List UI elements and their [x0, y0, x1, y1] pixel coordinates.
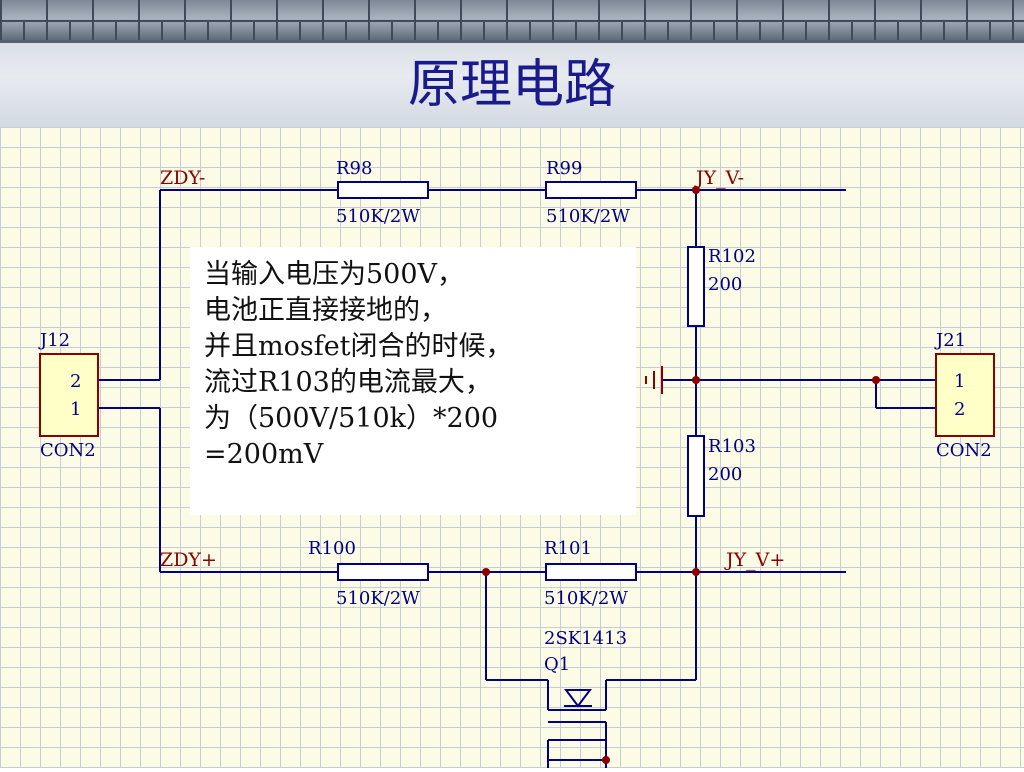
resistor-bodies — [337, 181, 705, 581]
brick-banner-row — [0, 20, 1024, 42]
r102-value: 200 — [708, 274, 742, 295]
r103-ref: R103 — [708, 436, 756, 457]
q1-ref: Q1 — [544, 654, 570, 675]
r98-ref: R98 — [336, 158, 372, 179]
r98-value: 510K/2W — [336, 206, 420, 227]
r100-ref: R100 — [308, 538, 356, 559]
slide-title: 原理电路 — [407, 55, 616, 115]
resistor-r98 — [337, 181, 429, 199]
junctions — [482, 186, 880, 764]
r102-ref: R102 — [708, 246, 756, 267]
resistor-r103 — [687, 435, 705, 517]
note-line-6: =200mV — [204, 439, 324, 470]
note-line-5: 为（500V/510k）*200 — [204, 403, 499, 434]
resistor-r102 — [687, 246, 705, 327]
r99-value: 510K/2W — [546, 206, 630, 227]
r101-value: 510K/2W — [544, 588, 628, 609]
junction-top-right — [692, 186, 700, 194]
q1-part: 2SK1413 — [544, 628, 627, 649]
junction-bottom-mid — [482, 568, 490, 576]
mosfet-diode-icon — [564, 689, 592, 708]
junction-ground — [692, 376, 700, 384]
net-label-jy-v-minus: JY_V- — [694, 167, 744, 189]
ground-icon — [645, 366, 663, 394]
explanation-callout: 当输入电压为500V， 电池正直接接地的， 并且mosfet闭合的时候， 流过R… — [190, 247, 636, 515]
r99-ref: R99 — [546, 158, 582, 179]
net-label-zdy-minus: ZDY- — [160, 167, 205, 189]
j21-pin-bottom: 2 — [954, 399, 965, 420]
connector-j21 — [935, 353, 995, 437]
j12-pin-top: 2 — [70, 371, 81, 392]
slide-header: 原理电路 — [0, 0, 1024, 127]
r100-value: 510K/2W — [336, 588, 420, 609]
j12-type: CON2 — [40, 440, 96, 461]
junction-mosfet — [602, 756, 610, 764]
resistor-r100 — [337, 563, 429, 581]
note-line-1: 当输入电压为500V， — [204, 259, 465, 290]
j21-pin-top: 1 — [954, 371, 965, 392]
note-line-2: 电池正直接接地的， — [204, 295, 447, 326]
banner-edge — [0, 40, 1024, 43]
j21-type: CON2 — [936, 440, 992, 461]
net-label-jy-v-plus: JY_V+ — [724, 549, 785, 571]
j12-ref: J12 — [38, 330, 70, 351]
r103-value: 200 — [708, 464, 742, 485]
connector-j12 — [39, 353, 99, 437]
j12-pin-bottom: 1 — [70, 399, 81, 420]
circuit-diagram: ZDY- ZDY+ JY_V- JY_V+ R98 510K/2W R99 51… — [38, 158, 995, 768]
j21-ref: J21 — [934, 330, 966, 351]
resistor-r99 — [545, 181, 637, 199]
r101-ref: R101 — [544, 538, 592, 559]
note-line-3: 并且mosfet闭合的时候， — [204, 331, 513, 362]
net-label-zdy-plus: ZDY+ — [160, 549, 217, 571]
junction-j21 — [872, 376, 880, 384]
note-line-4: 流过R103的电流最大， — [204, 367, 492, 398]
junction-bottom-right — [692, 568, 700, 576]
resistor-r101 — [545, 563, 637, 581]
